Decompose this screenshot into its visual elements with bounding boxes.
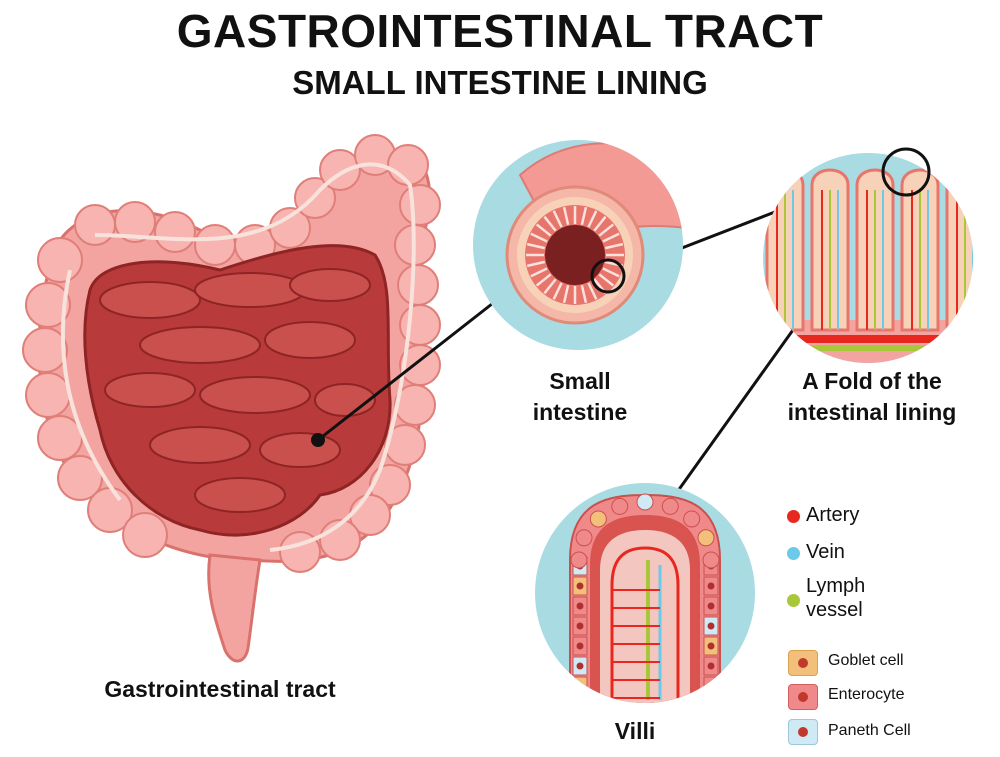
gi-tract-illustration bbox=[22, 134, 441, 663]
legend-enterocyte: Enterocyte bbox=[828, 686, 905, 703]
goblet-cell-icon bbox=[788, 650, 818, 676]
artery-dot-icon bbox=[787, 510, 800, 523]
enterocyte-icon bbox=[788, 684, 818, 710]
legend-paneth: Paneth Cell bbox=[828, 722, 911, 739]
small-intestine-label: Small intestine bbox=[532, 368, 628, 425]
small-intestine-circle bbox=[473, 140, 683, 350]
villi-label: Villi bbox=[614, 718, 656, 744]
legend-artery: Artery bbox=[806, 504, 860, 526]
fold-circle bbox=[763, 147, 973, 363]
lymph-dot-icon bbox=[787, 594, 800, 607]
villi-circle bbox=[535, 483, 755, 703]
fold-label: A Fold of the intestinal lining bbox=[787, 368, 957, 425]
gi-tract-label: Gastrointestinal tract bbox=[104, 676, 336, 702]
legend-vein: Vein bbox=[806, 541, 845, 563]
legend-lymph: Lymph vessel bbox=[806, 575, 866, 621]
legend-goblet: Goblet cell bbox=[828, 652, 904, 669]
page-title: GASTROINTESTINAL TRACT bbox=[176, 5, 824, 57]
page-subtitle: SMALL INTESTINE LINING bbox=[292, 64, 708, 101]
vein-dot-icon bbox=[787, 547, 800, 560]
paneth-cell-icon bbox=[788, 719, 818, 745]
